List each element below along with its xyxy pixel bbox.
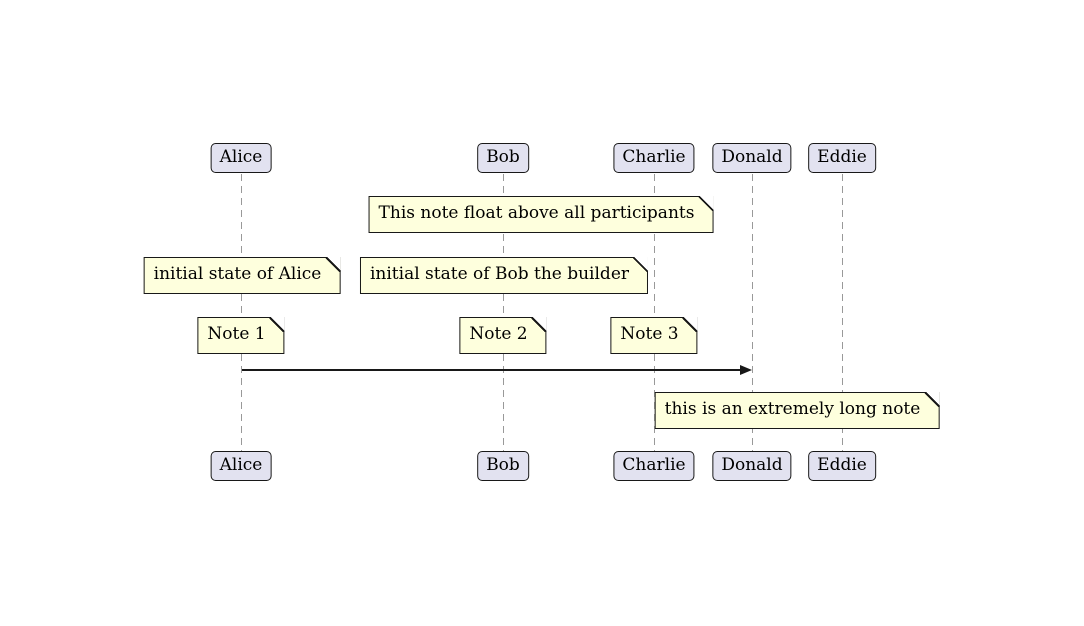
arrowhead-icon bbox=[740, 365, 752, 375]
note-long: this is an extremely long note bbox=[654, 392, 940, 429]
participant-alice-top: Alice bbox=[210, 143, 272, 173]
note-initial-alice: initial state of Alice bbox=[143, 257, 341, 294]
lifeline-bob bbox=[503, 174, 504, 452]
participant-charlie-top: Charlie bbox=[613, 143, 695, 173]
lifeline-charlie bbox=[654, 174, 655, 452]
note-3: Note 3 bbox=[610, 317, 698, 354]
participant-alice-bottom: Alice bbox=[210, 451, 272, 481]
lifeline-eddie bbox=[842, 174, 843, 452]
participant-bob-bottom: Bob bbox=[477, 451, 529, 481]
arrow-line bbox=[242, 369, 742, 371]
participant-donald-bottom: Donald bbox=[712, 451, 792, 481]
participant-donald-top: Donald bbox=[712, 143, 792, 173]
note-float-above: This note float above all participants bbox=[368, 196, 714, 233]
note-2: Note 2 bbox=[459, 317, 547, 354]
participant-bob-top: Bob bbox=[477, 143, 529, 173]
participant-charlie-bottom: Charlie bbox=[613, 451, 695, 481]
participant-eddie-bottom: Eddie bbox=[808, 451, 876, 481]
participant-eddie-top: Eddie bbox=[808, 143, 876, 173]
lifeline-alice bbox=[241, 174, 242, 452]
note-initial-bob: initial state of Bob the builder bbox=[359, 257, 649, 294]
note-1: Note 1 bbox=[197, 317, 285, 354]
lifeline-donald bbox=[752, 174, 753, 452]
